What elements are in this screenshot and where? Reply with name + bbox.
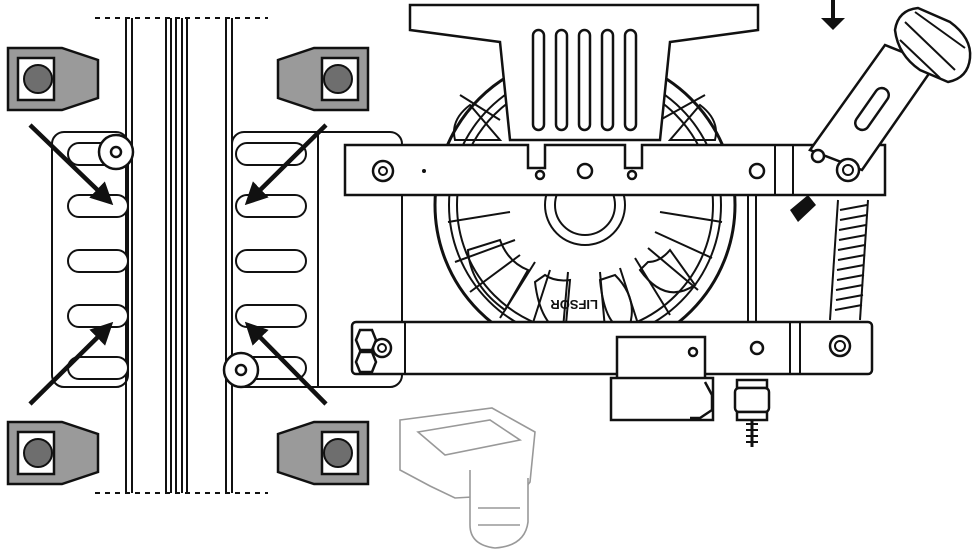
arrow-icon <box>821 0 845 30</box>
stop-block <box>790 195 816 222</box>
reel-brand-label: LIFSOR <box>550 297 598 312</box>
lower-arm-bar <box>350 320 874 376</box>
arrow-icon <box>28 123 114 206</box>
arrow-icon <box>244 321 328 406</box>
motor-block <box>609 335 715 422</box>
plate-slot <box>67 249 129 273</box>
clamp-pad-top-left <box>6 46 100 112</box>
thumb-screw-detail <box>399 407 536 549</box>
star-knob-icon[interactable] <box>893 6 972 84</box>
rail-roller-top <box>97 133 135 171</box>
rail-roller-bottom <box>222 351 260 389</box>
plate-slot <box>67 304 129 328</box>
reel-top-bracket <box>408 3 760 142</box>
guide-rod <box>747 195 757 322</box>
upper-arm-bar <box>343 143 887 197</box>
plate-slot <box>235 304 307 328</box>
plate-slot <box>67 194 129 218</box>
tension-spring <box>829 199 869 321</box>
arrow-icon <box>244 123 328 206</box>
clamp-pad-bottom-right <box>276 420 370 486</box>
mounting-plate-left <box>51 131 129 388</box>
clamp-pad-bottom-left <box>6 420 100 486</box>
clamp-pad-top-right <box>276 46 370 112</box>
bolt-spacer <box>733 378 771 447</box>
arrow-icon <box>28 321 114 406</box>
plate-slot <box>235 249 307 273</box>
plate-slot <box>235 194 307 218</box>
